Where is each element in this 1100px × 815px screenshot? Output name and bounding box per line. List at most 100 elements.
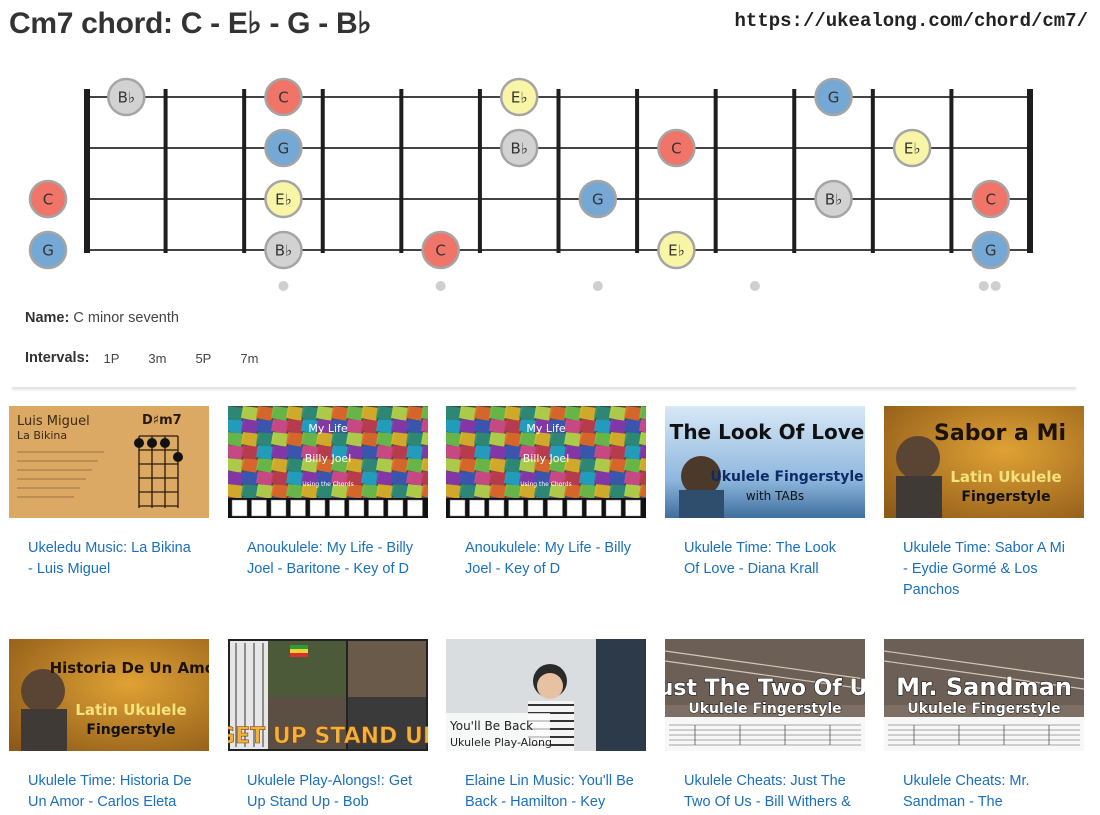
note-marker bbox=[814, 77, 853, 117]
note-label: E♭ bbox=[275, 191, 292, 209]
svg-text:Using the Chords: Using the Chords bbox=[520, 481, 571, 488]
video-title-link[interactable]: Ukulele Time: The Look Of Love - Diana K… bbox=[684, 540, 837, 577]
note-label: B♭ bbox=[511, 140, 528, 158]
svg-text:GET UP STAND UP: GET UP STAND UP bbox=[228, 724, 428, 749]
note-marker bbox=[499, 77, 539, 117]
fret-marker-dot bbox=[592, 281, 603, 291]
note-marker bbox=[814, 179, 853, 219]
video-thumbnail[interactable]: GET UP STAND UP bbox=[228, 639, 428, 751]
fret-marker-dot bbox=[278, 281, 289, 291]
video-card[interactable]: Just The Two Of UsUkulele Fingerstyle Uk… bbox=[665, 639, 865, 813]
svg-text:Billy Joel: Billy Joel bbox=[305, 452, 352, 465]
svg-text:Ukulele Fingerstyle: Ukulele Fingerstyle bbox=[907, 701, 1060, 717]
svg-text:Ukulele Fingerstyle: Ukulele Fingerstyle bbox=[688, 701, 841, 717]
interval-1: 1P bbox=[103, 350, 120, 366]
svg-text:Billy Joel: Billy Joel bbox=[523, 452, 570, 465]
video-title-link[interactable]: Ukulele Cheats: Mr. Sandman - The bbox=[903, 773, 1030, 810]
note-label: C bbox=[435, 242, 445, 260]
svg-text:Mr. Sandman: Mr. Sandman bbox=[896, 673, 1072, 701]
note-label: C bbox=[43, 191, 53, 209]
note-marker bbox=[892, 128, 932, 168]
svg-text:Ukulele Fingerstyle: Ukulele Fingerstyle bbox=[710, 469, 863, 485]
svg-text:Latin Ukulele: Latin Ukulele bbox=[950, 468, 1061, 486]
svg-text:You'll Be Back: You'll Be Back bbox=[449, 719, 533, 733]
note-label: G bbox=[278, 140, 290, 158]
interval-4: 7m bbox=[240, 350, 259, 366]
svg-text:Luis Miguel: Luis Miguel bbox=[17, 414, 90, 429]
video-title-link[interactable]: Ukulele Cheats: Just The Two Of Us - Bil… bbox=[684, 773, 851, 810]
note-marker bbox=[971, 230, 1010, 270]
note-label: B♭ bbox=[118, 89, 135, 107]
video-title-link[interactable]: Ukulele Time: Historia De Un Amor - Carl… bbox=[28, 773, 192, 810]
note-label: C bbox=[278, 89, 288, 107]
name-label: Name: bbox=[25, 310, 70, 326]
page-url[interactable]: https://ukealong.com/chord/cm7/ bbox=[734, 10, 1088, 32]
fret-marker-dot bbox=[978, 281, 989, 291]
note-marker bbox=[107, 77, 146, 117]
thumbnail-art: Just The Two Of UsUkulele Fingerstyle bbox=[665, 639, 865, 751]
svg-text:Historia De Un Amor: Historia De Un Amor bbox=[50, 659, 209, 677]
intervals-row: Intervals: 1P 3m 5P 7m bbox=[25, 350, 287, 366]
video-title-link[interactable]: Ukeledu Music: La Bikina - Luis Miguel bbox=[28, 540, 191, 577]
svg-text:The Look Of Love: The Look Of Love bbox=[670, 420, 865, 444]
svg-text:La Bikina: La Bikina bbox=[17, 429, 67, 442]
note-label: E♭ bbox=[511, 89, 528, 107]
note-marker bbox=[657, 128, 696, 168]
video-title-link[interactable]: Anoukulele: My Life - Billy Joel - Key o… bbox=[465, 540, 632, 577]
note-label: G bbox=[42, 242, 54, 260]
video-title-link[interactable]: Anoukulele: My Life - Billy Joel - Barit… bbox=[247, 540, 414, 577]
note-label: G bbox=[828, 89, 840, 107]
note-marker bbox=[499, 128, 539, 168]
interval-3: 5P bbox=[195, 350, 212, 366]
svg-text:Using the Chords: Using the Chords bbox=[302, 481, 353, 488]
video-title-link[interactable]: Ukulele Time: Sabor A Mi - Eydie Gormé &… bbox=[903, 540, 1065, 598]
video-card[interactable]: GET UP STAND UP Ukulele Play-Alongs!: Ge… bbox=[228, 639, 428, 813]
note-marker bbox=[264, 179, 303, 219]
page-title: Cm7 chord: C - E♭ - G - B♭ bbox=[9, 7, 372, 40]
video-thumbnail[interactable]: Just The Two Of UsUkulele Fingerstyle bbox=[665, 639, 865, 751]
note-marker bbox=[264, 77, 303, 117]
video-title-link[interactable]: Ukulele Play-Alongs!: Get Up Stand Up - … bbox=[247, 773, 413, 810]
note-marker bbox=[421, 230, 460, 270]
thumbnail-art: GET UP STAND UP bbox=[228, 639, 428, 751]
svg-text:Fingerstyle: Fingerstyle bbox=[86, 722, 175, 738]
note-label: B♭ bbox=[825, 191, 842, 209]
svg-text:Latin Ukulele: Latin Ukulele bbox=[75, 701, 186, 719]
note-marker bbox=[28, 179, 68, 219]
svg-text:Ukulele Play-Along: Ukulele Play-Along bbox=[450, 736, 552, 749]
fret-marker-dot bbox=[435, 281, 446, 291]
note-label: E♭ bbox=[668, 242, 685, 260]
chord-name-row: Name: C minor seventh bbox=[25, 310, 179, 326]
note-label: G bbox=[592, 191, 604, 209]
note-label: C bbox=[671, 140, 681, 158]
video-title-link[interactable]: Elaine Lin Music: You'll Be Back - Hamil… bbox=[465, 773, 634, 810]
svg-text:Sabor a Mi: Sabor a Mi bbox=[934, 421, 1066, 446]
note-label: B♭ bbox=[275, 242, 292, 260]
note-label: G bbox=[985, 242, 997, 260]
svg-text:Just The Two Of Us: Just The Two Of Us bbox=[665, 676, 865, 701]
note-marker bbox=[264, 230, 303, 270]
